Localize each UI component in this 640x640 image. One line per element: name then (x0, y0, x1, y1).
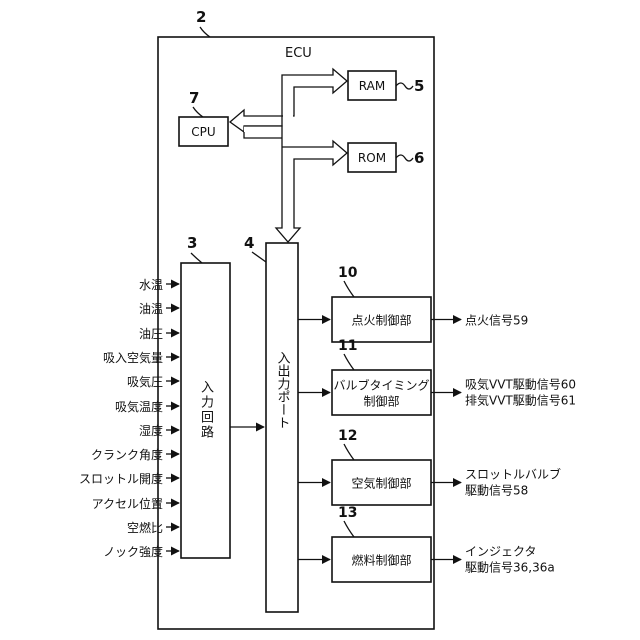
output-signal-label: 駆動信号36,36a (465, 561, 555, 575)
input-label: 水温 (139, 278, 163, 292)
controller-ref-number: 11 (338, 338, 357, 354)
ecu-ref-number: 2 (196, 8, 206, 26)
input-label: 湿度 (139, 423, 163, 438)
input-label: アクセル位置 (92, 496, 163, 511)
rom-label: ROM (358, 151, 386, 165)
output-signal-label: 駆動信号58 (465, 484, 528, 498)
controller-label: 空気制御部 (351, 476, 411, 491)
controller-ref-number: 12 (338, 428, 357, 444)
rom-ref-number: 6 (414, 149, 424, 167)
input-label: 油温 (139, 302, 163, 316)
input-label: 吸入空気量 (103, 350, 163, 365)
output-signal-label: 点火信号59 (465, 314, 528, 328)
input-circuit-ref-number: 3 (187, 234, 197, 252)
cpu-label: CPU (191, 125, 215, 139)
output-signal-label: 吸気VVT駆動信号60 (465, 377, 576, 392)
cpu-ref-number: 7 (189, 89, 199, 107)
input-label: 油圧 (139, 327, 163, 341)
controller-label: 点火制御部 (351, 313, 411, 328)
controller-ref-number: 13 (338, 505, 357, 521)
controller-ref-number: 10 (338, 265, 358, 281)
ecu-label: ECU (285, 46, 312, 61)
input-label: 吸気温度 (115, 399, 163, 414)
io-port-ref-number: 4 (244, 234, 254, 252)
controller-label: 燃料制御部 (351, 553, 411, 568)
ram-label: RAM (359, 79, 385, 93)
input-label: ノック強度 (103, 544, 163, 559)
input-circuit-label: 入力回路 (198, 380, 214, 440)
controller-label: 制御部 (363, 394, 399, 409)
output-signal-label: スロットルバルブ (465, 467, 561, 482)
input-label: スロットル開度 (79, 471, 163, 486)
input-label: 空燃比 (127, 520, 163, 535)
io-port-label: 入出力ポート (275, 351, 291, 429)
output-signal-label: インジェクタ (465, 545, 537, 559)
controller-label: バルブタイミング (333, 378, 429, 393)
output-signal-label: 排気VVT駆動信号61 (465, 393, 576, 408)
ram-ref-number: 5 (414, 77, 424, 95)
input-label: クランク角度 (91, 447, 163, 462)
input-label: 吸気圧 (127, 374, 163, 389)
ecu-leader-line (200, 27, 210, 37)
